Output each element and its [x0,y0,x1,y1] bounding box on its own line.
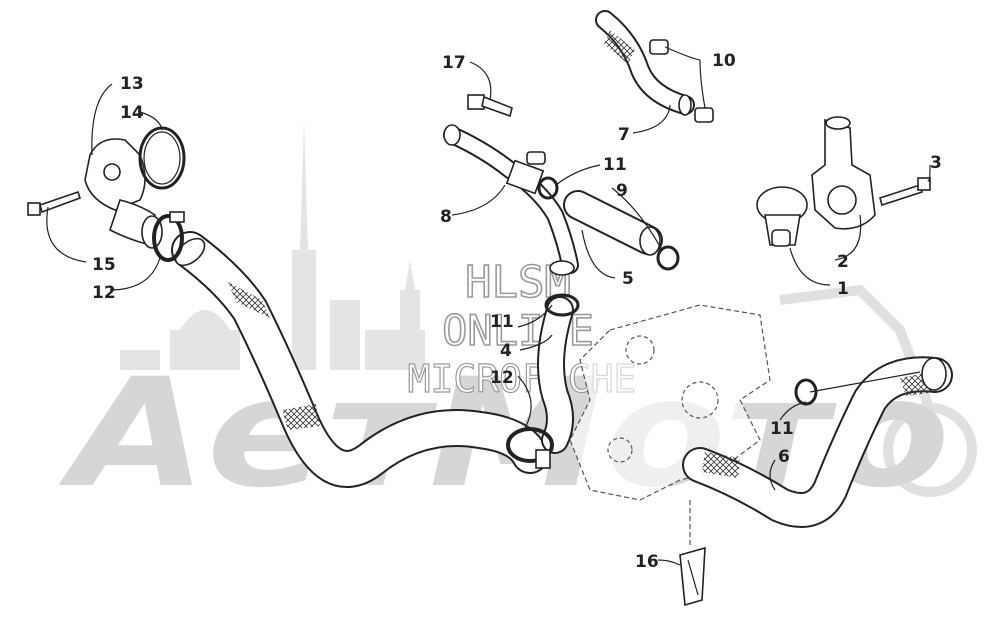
hose-clamp-12-left [152,211,185,262]
bolt-17 [467,94,513,118]
callout-13: 13 [120,74,144,94]
callout-5: 5 [622,269,634,289]
callout-12-center: 12 [490,368,514,388]
bypass-hose-7 [595,10,695,116]
callout-9: 9 [616,181,628,201]
callout-17: 17 [442,53,466,73]
hose-clip-16 [679,500,706,607]
callout-1: 1 [837,279,849,299]
thermostat-cover-13 [84,138,163,249]
callout-6: 6 [778,447,790,467]
coolant-pipe-8 [443,124,579,274]
hose-clamp-12-center [506,427,554,469]
callout-12-left: 12 [92,283,116,303]
coolant-hose-6 [682,356,953,528]
coolant-hose-4 [537,296,574,454]
hose-clamp-9 [656,245,680,271]
bolt-15 [27,190,82,216]
callout-7: 7 [618,125,630,145]
thermostat-1 [756,186,808,247]
callout-16: 16 [635,552,659,572]
leader-lines [46,46,931,566]
callout-11-right: 11 [770,419,794,439]
callout-3: 3 [930,153,942,173]
callout-11-center: 11 [490,312,514,332]
bolt-3 [879,177,931,207]
callout-2: 2 [837,252,849,272]
hose-clamp-11-right [794,378,818,406]
callout-8: 8 [440,207,452,227]
callout-11-top: 11 [603,155,627,175]
hose-clamp-11-top [537,176,559,200]
hose-clamp-11-center [544,260,580,317]
thermostat-housing-2 [811,116,876,230]
callout-14: 14 [120,103,144,123]
callout-4: 4 [500,341,512,361]
hose-clamps-10 [649,39,714,123]
hose-5 [563,190,663,256]
city-skyline-silhouette [120,120,425,370]
water-pump-housing [569,304,771,501]
callout-labels: 13 14 15 12 17 10 7 11 9 8 5 11 4 12 3 2… [92,51,942,572]
o-ring-14 [138,126,186,190]
callout-10: 10 [712,51,736,71]
callout-15: 15 [92,255,116,275]
